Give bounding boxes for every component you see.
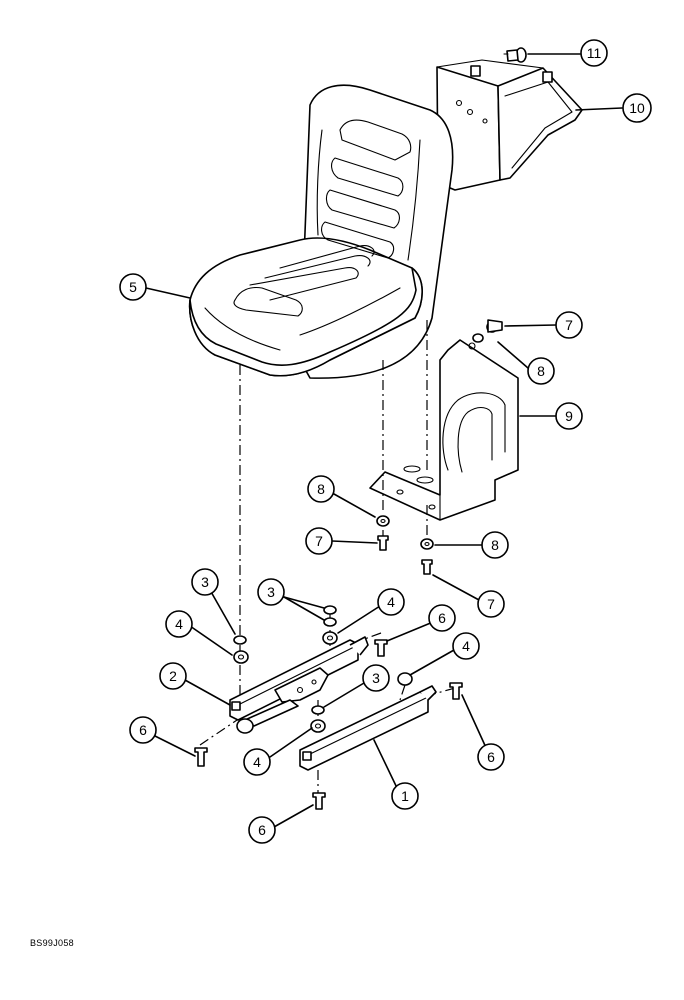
callout-4-left: 4 — [165, 610, 193, 638]
callout-8-top: 8 — [527, 357, 555, 385]
callout-1: 1 — [391, 782, 419, 810]
bolt-11 — [503, 47, 527, 63]
nuts-washers — [233, 605, 413, 733]
svg-text:6: 6 — [258, 822, 266, 838]
callout-11: 11 — [580, 39, 608, 67]
callout-6-right: 6 — [477, 743, 505, 771]
svg-text:7: 7 — [315, 533, 323, 549]
callout-5: 5 — [119, 273, 147, 301]
svg-text:4: 4 — [387, 594, 395, 610]
svg-text:4: 4 — [253, 754, 261, 770]
svg-text:4: 4 — [462, 638, 470, 654]
callout-4-right: 4 — [452, 632, 480, 660]
callout-8-left: 8 — [307, 475, 335, 503]
callout-10: 10 — [622, 93, 652, 123]
svg-text:1: 1 — [401, 788, 409, 804]
callouts: 11 10 5 7 8 9 8 7 — [119, 39, 652, 844]
svg-text:3: 3 — [372, 670, 380, 686]
svg-text:7: 7 — [487, 596, 495, 612]
svg-text:4: 4 — [175, 616, 183, 632]
svg-text:8: 8 — [537, 363, 545, 379]
bolts-6 — [194, 639, 463, 810]
svg-text:2: 2 — [169, 668, 177, 684]
callout-7-left: 7 — [305, 527, 333, 555]
svg-text:10: 10 — [629, 100, 645, 116]
svg-text:9: 9 — [565, 408, 573, 424]
svg-text:5: 5 — [129, 279, 137, 295]
svg-text:3: 3 — [267, 584, 275, 600]
callout-9: 9 — [555, 402, 583, 430]
callout-8-right: 8 — [481, 531, 509, 559]
svg-text:3: 3 — [201, 574, 209, 590]
callout-3-lower: 3 — [362, 664, 390, 692]
callout-4-middle: 4 — [377, 588, 405, 616]
callout-6-bottom: 6 — [248, 816, 276, 844]
seat-back-pan — [436, 59, 583, 191]
bolt-washer-left — [376, 515, 390, 551]
alignment-lines — [199, 320, 456, 795]
svg-text:6: 6 — [139, 722, 147, 738]
seat-cushion — [188, 84, 454, 379]
callout-4-lower: 4 — [243, 748, 271, 776]
callout-2: 2 — [159, 662, 187, 690]
callout-6-top: 6 — [428, 604, 456, 632]
svg-text:11: 11 — [587, 45, 602, 61]
callout-7-top: 7 — [555, 311, 583, 339]
svg-text:8: 8 — [491, 537, 499, 553]
callout-7-right: 7 — [477, 590, 505, 618]
svg-text:6: 6 — [438, 610, 446, 626]
callout-3-middle: 3 — [257, 578, 285, 606]
svg-text:7: 7 — [565, 317, 573, 333]
bolt-washer-top — [472, 319, 503, 343]
svg-text:6: 6 — [487, 749, 495, 765]
slide-rail-right — [299, 685, 437, 771]
slide-rail-left — [229, 636, 369, 734]
bolt-washer-right — [420, 538, 434, 575]
svg-text:8: 8 — [317, 481, 325, 497]
mounting-bracket — [369, 339, 519, 521]
callout-3-left: 3 — [191, 568, 219, 596]
diagram-code: BS99J058 — [30, 938, 74, 948]
callout-6-left: 6 — [129, 716, 157, 744]
leader-lines — [145, 53, 623, 828]
